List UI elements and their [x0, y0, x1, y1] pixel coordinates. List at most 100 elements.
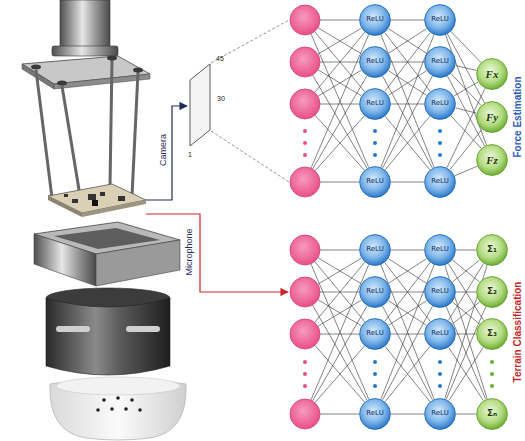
ellipsis-dot: [373, 129, 377, 133]
input-connection: [318, 28, 361, 54]
input-neuron: [290, 167, 320, 197]
neuron-label: Fy: [486, 111, 498, 123]
neuron-outline: [425, 319, 456, 350]
input-connection: [320, 182, 359, 183]
ellipsis-dot: [490, 372, 494, 376]
neuron-outline: [477, 145, 508, 176]
ellipsis-dot: [438, 360, 442, 364]
ellipsis-dot: [303, 129, 307, 133]
image-plane: [190, 64, 210, 146]
neuron-outline: [425, 277, 456, 308]
network-connection: [385, 346, 430, 401]
network-connection: [456, 334, 476, 335]
ellipsis-dot: [373, 153, 377, 157]
dimension-label: 1: [188, 151, 192, 159]
neuron-label: Σ₂: [487, 287, 497, 297]
relu-neuron: ReLU: [424, 398, 456, 430]
ellipsis-dot: [373, 360, 377, 364]
input-connection: [315, 115, 364, 170]
neuron-label: ReLU: [431, 58, 449, 66]
network-connection: [391, 414, 424, 415]
housing-side: [96, 240, 180, 286]
network-connection: [391, 20, 424, 21]
ellipsis-dot: [373, 141, 377, 145]
neuron-outline: [477, 59, 508, 90]
input-connection: [318, 258, 361, 284]
network-connection: [388, 259, 426, 284]
ellipsis-dot: [303, 153, 307, 157]
neuron-label: Fz: [486, 154, 498, 166]
input-connection: [315, 116, 364, 171]
network-connection: [452, 260, 479, 282]
neuron-label: ReLU: [366, 58, 384, 66]
projection-lines: [211, 20, 289, 182]
relu-neuron: ReLU: [424, 276, 456, 308]
dimension-label: 45: [216, 55, 224, 63]
neuron-outline: [360, 235, 391, 266]
body-slot: [56, 326, 90, 332]
network-connection: [452, 302, 479, 324]
lower-body: [46, 298, 170, 375]
neuron-outline: [425, 399, 456, 430]
network-connection: [452, 260, 479, 282]
input-connection: [318, 28, 361, 54]
network-connection: [456, 66, 477, 71]
cup-rim: [56, 377, 180, 395]
neuron-label: ReLU: [431, 178, 449, 186]
plate-side: [54, 74, 150, 89]
neuron-label: ReLU: [431, 288, 449, 296]
input-connection: [318, 70, 361, 96]
input-connection: [318, 70, 361, 96]
input-connection: [320, 104, 359, 105]
neuron-outline: [477, 277, 508, 308]
network-connection: [385, 116, 430, 169]
input-connection: [320, 20, 359, 21]
ellipsis-dot: [438, 141, 442, 145]
neuron-label: ReLU: [431, 410, 449, 418]
screw-heads: [31, 56, 143, 86]
ellipsis-dot: [373, 384, 377, 388]
network-connection: [388, 71, 426, 96]
neuron-outline: [360, 47, 391, 78]
relu-neuron: ReLU: [424, 88, 456, 120]
input-neuron: [290, 89, 320, 119]
network-connection: [388, 301, 426, 326]
relu-neuron: ReLU: [424, 46, 456, 78]
input-neuron: [290, 47, 320, 77]
body-slot: [126, 326, 160, 332]
neuron-outline: [477, 235, 508, 266]
neuron-label: ReLU: [366, 246, 384, 254]
output-neuron: Fz: [476, 144, 508, 176]
network-connection: [391, 182, 424, 183]
input-connection: [315, 346, 365, 403]
output-neuron: Fy: [476, 101, 508, 133]
neuron-outline: [360, 89, 391, 120]
vertical-label: Force Estimation: [512, 76, 523, 157]
network-connection: [391, 334, 424, 335]
mount-flange: [52, 46, 118, 56]
relu-neuron: ReLU: [424, 166, 456, 198]
neuron-outline: [477, 399, 508, 430]
input-neuron: [290, 399, 320, 429]
ellipsis-dot: [438, 384, 442, 388]
soft-cup: [50, 378, 186, 440]
relu-neuron: ReLU: [359, 318, 391, 350]
input-connection: [320, 414, 359, 415]
relu-neuron: ReLU: [359, 166, 391, 198]
relu-neuron: ReLU: [424, 234, 456, 266]
ellipsis-dot: [438, 129, 442, 133]
relu-neuron: ReLU: [424, 318, 456, 350]
network-connection: [455, 166, 478, 176]
ellipsis-dot: [490, 384, 494, 388]
neuron-outline: [360, 399, 391, 430]
camera-wire: [146, 106, 187, 200]
neuron-label: ReLU: [366, 178, 384, 186]
input-connection: [318, 258, 361, 284]
neuron-label: ReLU: [431, 100, 449, 108]
network-connection: [454, 82, 478, 96]
output-neuron: Σ₂: [476, 276, 508, 308]
input-connection: [312, 306, 367, 401]
input-neuron: [290, 277, 320, 307]
network-connection: [385, 346, 430, 401]
vertical-label: Camera: [159, 134, 169, 166]
